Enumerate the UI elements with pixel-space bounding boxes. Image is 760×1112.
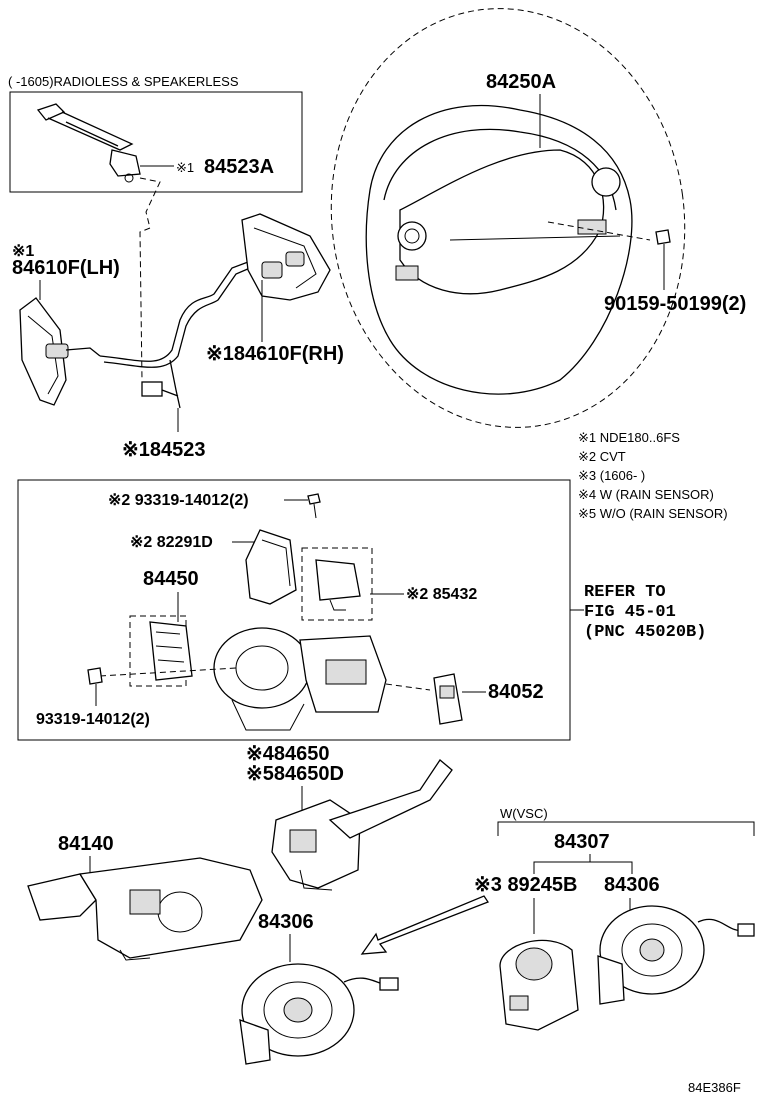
part-84306-left[interactable]: 84306 [258,911,314,933]
vsc-bracket [497,821,755,836]
switch-lh-icon [19,297,101,406]
steering-wheel-icon [330,8,686,428]
direction-arrow [360,895,489,955]
wiper-switch-icon [271,759,453,891]
part-84307[interactable]: 84307 [554,831,610,853]
relay-82291d-icon [245,529,297,605]
part-84523a[interactable]: 84523A [204,156,274,178]
spiral-cable-icon [239,963,399,1065]
part-84523a-mark: ※1 [176,160,194,175]
note-4: ※4 W (RAIN SENSOR) [578,487,714,502]
wire-harness [99,261,249,362]
part-84610f-rh[interactable]: ※184610F(RH) [206,343,344,365]
screw-icon [655,229,671,290]
part-82291d[interactable]: ※2 82291D [130,534,213,551]
refer-note: REFER TO FIG 45-01 (PNC 45020B) [570,583,706,642]
part-84450[interactable]: 84450 [143,568,199,590]
part-93319-top[interactable]: ※2 93319-14012(2) [108,492,249,509]
part-84250a[interactable]: 84250A [486,71,556,93]
part-90159[interactable]: 90159-50199(2) [604,293,746,315]
radioless-harness-icon [36,103,141,183]
screw-top-icon [307,493,321,519]
variant-title: ( -1605)RADIOLESS & SPEAKERLESS [8,74,239,89]
refer-line-3: (PNC 45020B) [584,623,706,642]
part-84650[interactable]: ※484650 [246,743,330,765]
sensor-85432-icon [301,547,373,621]
w-vsc-label: W(VSC) [500,806,548,821]
refer-line-2: FIG 45-01 [584,603,676,622]
connector-84052-icon [433,673,463,725]
note-1: ※1 NDE180..6FS [578,430,680,445]
variant-box [9,91,303,193]
part-84306-right[interactable]: 84306 [604,874,660,896]
part-84610f-lh-mark: ※1 [12,243,34,260]
part-93319-bottom[interactable]: 93319-14012(2) [36,711,150,728]
note-2: ※2 CVT [578,449,626,464]
part-84052[interactable]: 84052 [488,681,544,703]
spiral-cable-right-icon [597,905,755,1005]
note-5: ※5 W/O (RAIN SENSOR) [578,506,728,521]
part-89245b[interactable]: ※3 89245B [474,874,578,896]
part-84140[interactable]: 84140 [58,833,114,855]
connector-84450-icon [129,615,193,687]
part-84650d[interactable]: ※584650D [246,763,344,785]
footnotes: ※1 NDE180..6FS ※2 CVT ※3 (1606- ) ※4 W (… [578,430,728,521]
figure-code: 84E386F [688,1080,741,1095]
note-3: ※3 (1606- ) [578,468,645,483]
refer-line-1: REFER TO [584,583,666,602]
part-84610f-lh[interactable]: 84610F(LH) [12,257,120,279]
part-85432[interactable]: ※2 85432 [406,586,477,603]
part-84523[interactable]: ※184523 [122,439,206,461]
screw-bottom-icon [87,667,103,685]
steering-angle-sensor-icon [499,939,579,1031]
switch-rh-icon [241,213,331,301]
switch-assembly-icon [213,627,387,731]
turn-signal-switch-icon [27,857,263,961]
